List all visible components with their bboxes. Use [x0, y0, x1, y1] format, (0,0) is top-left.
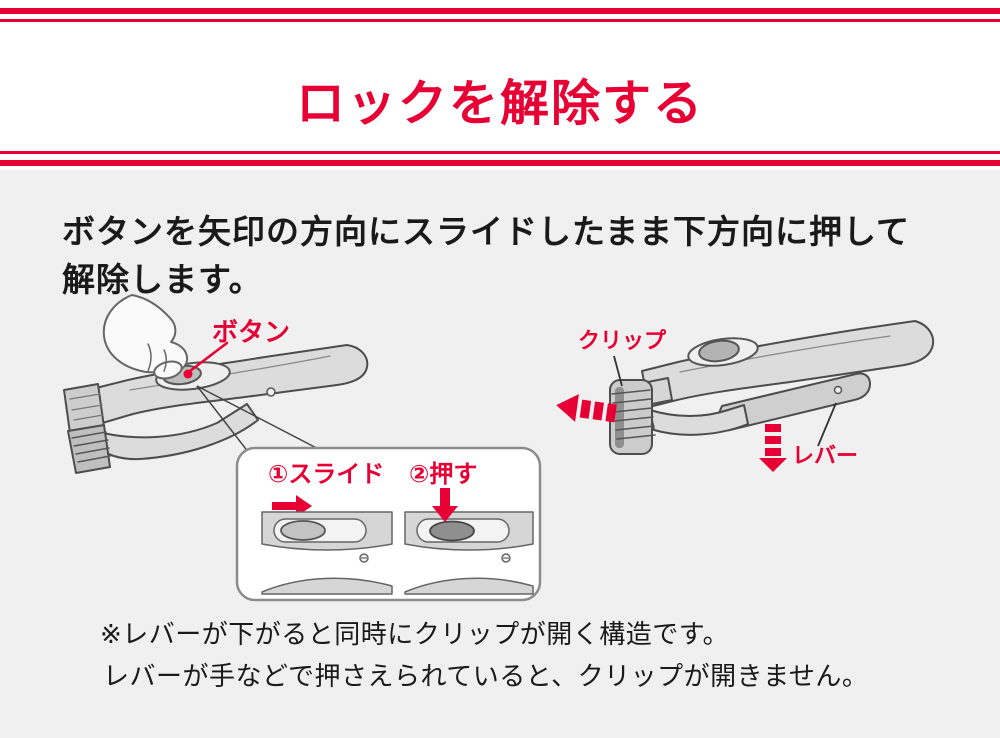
left-device-lower-arm	[98, 403, 259, 461]
top-rule-outer	[0, 8, 1000, 14]
right-device-lower-arm	[649, 404, 749, 436]
button-label: ボタン	[212, 317, 291, 347]
step1-illustration	[261, 495, 393, 595]
button-pointer-line	[183, 341, 229, 379]
instruction-line-2: 解除します。	[62, 260, 263, 298]
top-rule-inner	[0, 19, 1000, 22]
clip-illustration	[609, 377, 673, 455]
note-line-1: ※レバーが下がると同時にクリップが開く構造です。	[100, 619, 730, 649]
step1-slide-label: ①スライド	[268, 461, 385, 488]
bottom-rule-inner	[0, 151, 1000, 154]
right-device-illustration	[609, 320, 934, 455]
lever-label: レバー	[792, 443, 859, 468]
instruction-text: ボタンを矢印の方向にスライドしたまま下方向に押して 解除します。	[62, 208, 910, 303]
step2-push-label: ②押す	[409, 461, 478, 488]
bottom-rule-outer	[0, 160, 1000, 166]
push-arrow-icon	[432, 488, 458, 522]
page-title: ロックを解除する	[295, 77, 704, 131]
hand-icon	[102, 294, 189, 380]
lever-arrow-icon	[759, 424, 787, 472]
clip-leader-line	[613, 355, 623, 387]
clip-label: クリップ	[578, 328, 667, 353]
title-band: ロックを解除する	[0, 0, 1000, 170]
clip-arrow-icon	[556, 394, 617, 423]
notes: ※レバーが下がると同時にクリップが開く構造です。 レバーが手などで押さえられてい…	[100, 614, 868, 697]
left-device-screw	[266, 387, 276, 397]
note-line-2: レバーが手などで押さえられていると、クリップが開きません。	[103, 660, 869, 691]
instruction-line-1: ボタンを矢印の方向にスライドしたまま下方向に押して	[62, 213, 911, 250]
left-device-illustration	[63, 294, 369, 474]
lever-leader-line	[817, 402, 837, 447]
step2-illustration	[404, 488, 534, 595]
